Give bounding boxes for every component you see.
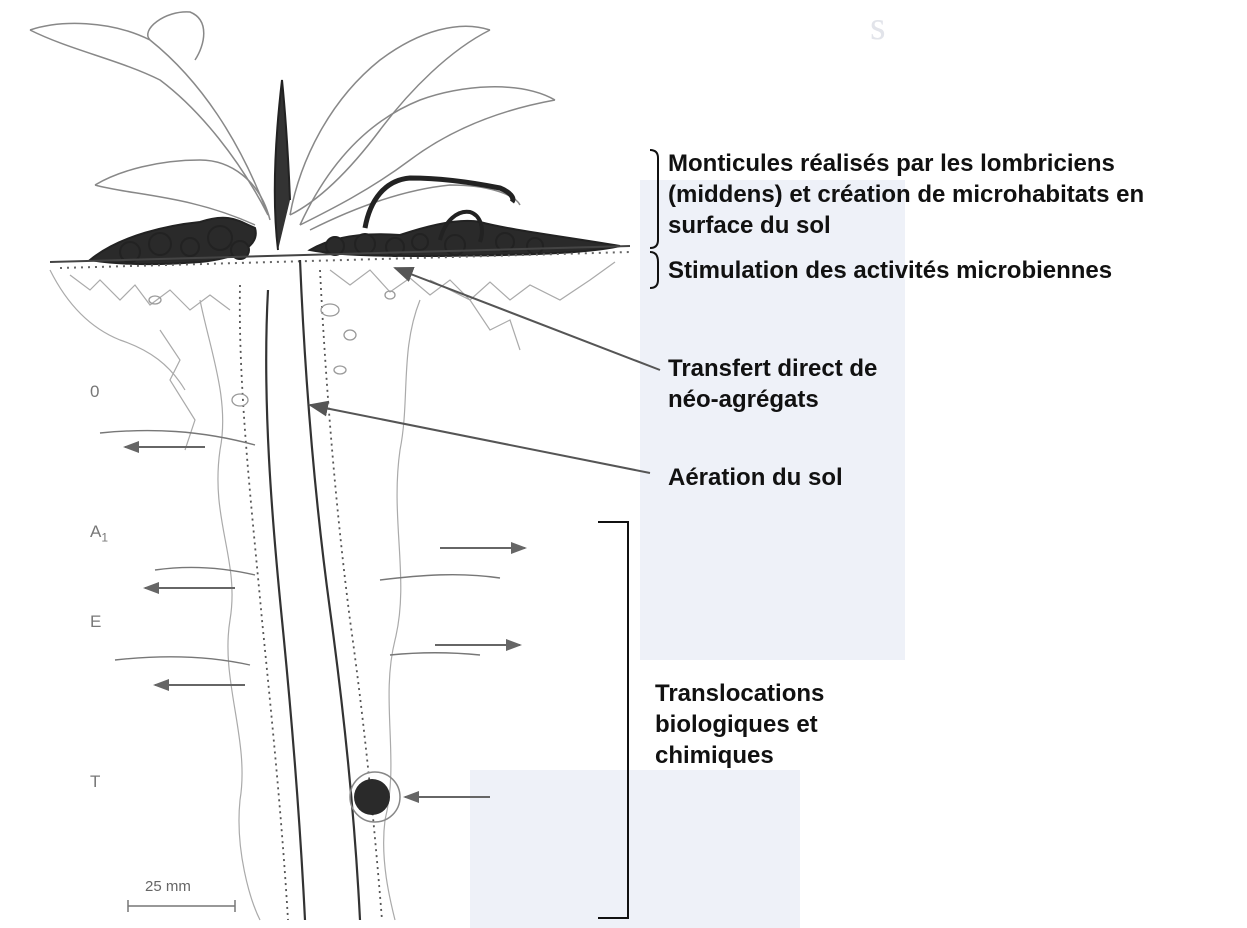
soil-pores <box>149 291 395 406</box>
horizon-label-0: 0 <box>90 382 99 402</box>
scale-bar <box>128 900 235 912</box>
plant-stem <box>275 80 290 250</box>
label-aeration: Aération du sol <box>668 462 928 493</box>
label-microbial: Stimulation des activités microbiennes <box>668 255 1238 286</box>
plant-leaves <box>30 12 555 230</box>
leader-lines <box>310 268 660 473</box>
label-transfert: Transfert direct de néo-agrégats <box>668 353 913 415</box>
horizon-label-e: E <box>90 612 101 632</box>
label-middens: Monticules réalisés par les lombriciens … <box>668 148 1228 241</box>
translocation-arrows <box>125 447 525 797</box>
soil-texture <box>50 262 615 920</box>
burrow <box>240 260 382 920</box>
brackets <box>598 150 658 918</box>
scale-bar-label: 25 mm <box>145 878 191 895</box>
horizon-a-sub: 1 <box>101 530 108 544</box>
horizon-label-a1: A1 <box>90 522 108 544</box>
horizon-label-t: T <box>90 772 100 792</box>
horizon-a: A <box>90 522 101 541</box>
middens <box>90 178 620 264</box>
label-translocations: Translocations biologiques et chimiques <box>655 678 885 771</box>
